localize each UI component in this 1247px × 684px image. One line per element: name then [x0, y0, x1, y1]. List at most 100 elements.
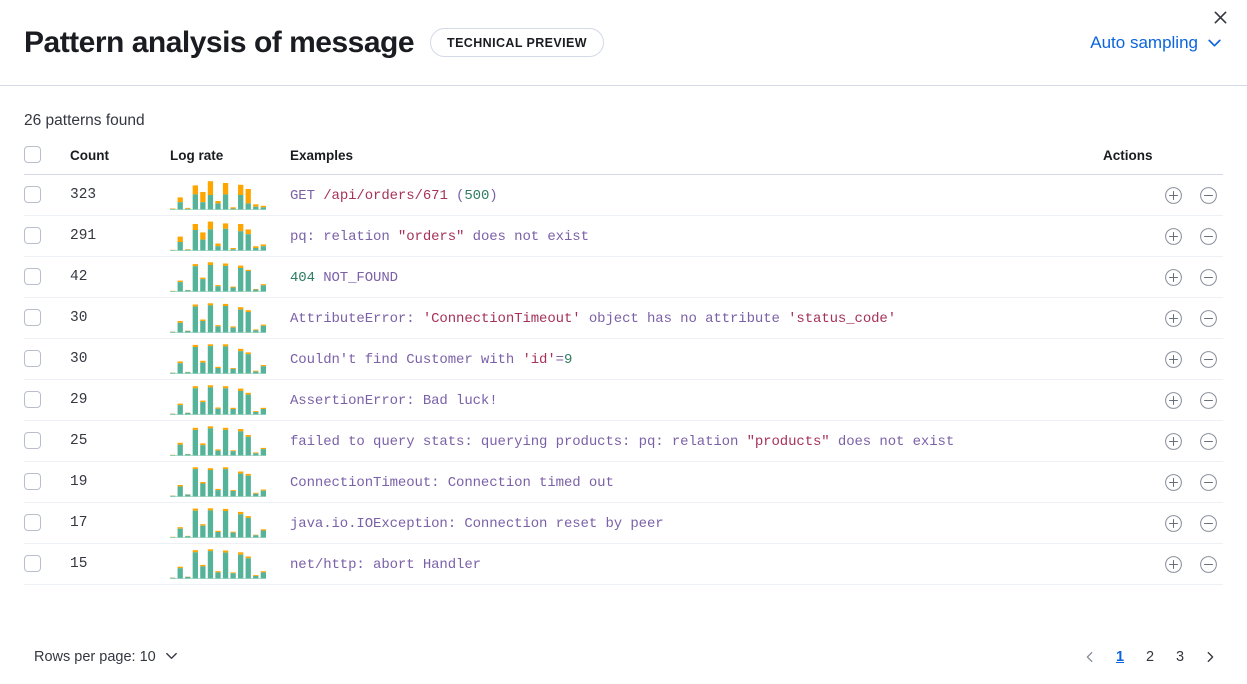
page-number-1[interactable]: 1: [1115, 649, 1125, 665]
log-rate-sparkline: [170, 420, 290, 462]
filter-out-value-icon[interactable]: [1193, 303, 1223, 333]
row-select-cell: [24, 461, 70, 503]
filter-for-value-icon[interactable]: [1159, 221, 1189, 251]
example-message: GET /api/orders/671 (500): [290, 174, 1103, 216]
row-select-cell: [24, 502, 70, 544]
filter-out-value-icon[interactable]: [1193, 262, 1223, 292]
chevron-right-icon[interactable]: [1197, 644, 1223, 670]
count-header[interactable]: Count: [70, 146, 170, 175]
example-token: 'ConnectionTimeout': [422, 311, 581, 327]
row-actions: [1103, 379, 1223, 421]
row-checkbox[interactable]: [24, 227, 41, 245]
example-token: 'id': [522, 352, 556, 368]
row-checkbox[interactable]: [24, 432, 41, 450]
table-header: Count Log rate Examples Actions: [24, 146, 1223, 175]
count-value: 15: [70, 543, 170, 585]
filter-for-value-icon[interactable]: [1159, 262, 1189, 292]
row-checkbox[interactable]: [24, 391, 41, 409]
row-checkbox[interactable]: [24, 350, 41, 368]
page-number-2[interactable]: 2: [1145, 649, 1155, 665]
row-checkbox[interactable]: [24, 309, 41, 327]
select-all-checkbox[interactable]: [24, 146, 41, 163]
count-value: 25: [70, 420, 170, 462]
chevron-left-icon[interactable]: [1077, 644, 1103, 670]
row-select-cell: [24, 297, 70, 339]
filter-for-value-icon[interactable]: [1159, 344, 1189, 374]
filter-out-value-icon[interactable]: [1193, 221, 1223, 251]
row-actions: [1103, 420, 1223, 462]
example-token: pq: relation: [290, 229, 398, 245]
filter-out-value-icon[interactable]: [1193, 344, 1223, 374]
rows-per-page-selector[interactable]: Rows per page: 10: [24, 642, 189, 673]
row-select-cell: [24, 379, 70, 421]
flyout-header: Pattern analysis of message TECHNICAL PR…: [0, 0, 1247, 86]
row-checkbox[interactable]: [24, 186, 41, 204]
example-token: failed to query stats: querying products…: [290, 434, 747, 450]
example-token: "products": [746, 434, 830, 450]
filter-for-value-icon[interactable]: [1159, 426, 1189, 456]
example-token: =: [555, 352, 564, 368]
example-token: 9: [563, 352, 573, 368]
example-token: 404: [290, 270, 315, 286]
row-checkbox[interactable]: [24, 555, 41, 573]
auto-sampling-dropdown[interactable]: Auto sampling: [1090, 33, 1223, 53]
row-actions: [1103, 297, 1223, 339]
count-value: 30: [70, 297, 170, 339]
row-select-cell: [24, 543, 70, 585]
example-token: AttributeError:: [290, 311, 423, 327]
row-checkbox[interactable]: [24, 473, 41, 491]
log-rate-sparkline: [170, 338, 290, 380]
row-checkbox[interactable]: [24, 514, 41, 532]
row-actions: [1103, 543, 1223, 585]
example-message: java.io.IOException: Connection reset by…: [290, 502, 1103, 544]
table-footer: Rows per page: 10 1 2 3: [0, 630, 1247, 684]
page-number-3[interactable]: 3: [1175, 649, 1185, 665]
filter-out-value-icon[interactable]: [1193, 385, 1223, 415]
filter-for-value-icon[interactable]: [1159, 508, 1189, 538]
example-token: ConnectionTimeout: Connection timed out: [290, 475, 614, 491]
row-actions: [1103, 461, 1223, 503]
row-select-cell: [24, 420, 70, 462]
table-row[interactable]: 17 java.io.IOException: Connection reset …: [24, 502, 1223, 544]
filter-out-value-icon[interactable]: [1193, 467, 1223, 497]
count-value: 17: [70, 502, 170, 544]
filter-out-value-icon[interactable]: [1193, 508, 1223, 538]
auto-sampling-label: Auto sampling: [1090, 32, 1198, 52]
example-token: /api/orders/671: [323, 188, 448, 204]
filter-for-value-icon[interactable]: [1159, 549, 1189, 579]
patterns-found-count: 26 patterns found: [24, 112, 145, 129]
example-token: 'status_code': [788, 311, 897, 327]
filter-for-value-icon[interactable]: [1159, 180, 1189, 210]
table-row[interactable]: 29 AssertionError: Bad luck!: [24, 379, 1223, 421]
filter-out-value-icon[interactable]: [1193, 180, 1223, 210]
example-token: NOT_FOUND: [314, 270, 398, 286]
row-actions: [1103, 256, 1223, 298]
row-checkbox[interactable]: [24, 268, 41, 286]
row-actions: [1103, 174, 1223, 216]
log-rate-sparkline: [170, 379, 290, 421]
count-value: 29: [70, 379, 170, 421]
log-rate-sparkline: [170, 256, 290, 298]
example-token: 500: [464, 188, 490, 204]
filter-out-value-icon[interactable]: [1193, 426, 1223, 456]
filter-for-value-icon[interactable]: [1159, 385, 1189, 415]
filter-for-value-icon[interactable]: [1159, 467, 1189, 497]
filter-out-value-icon[interactable]: [1193, 549, 1223, 579]
row-select-cell: [24, 256, 70, 298]
row-select-cell: [24, 174, 70, 216]
close-icon[interactable]: [1207, 4, 1233, 30]
pagination: 1 2 3: [1077, 644, 1223, 670]
table-row[interactable]: 25 failed to query stats: querying produc…: [24, 420, 1223, 462]
example-message: AssertionError: Bad luck!: [290, 379, 1103, 421]
example-token: GET: [290, 188, 324, 204]
filter-for-value-icon[interactable]: [1159, 303, 1189, 333]
row-actions: [1103, 338, 1223, 380]
